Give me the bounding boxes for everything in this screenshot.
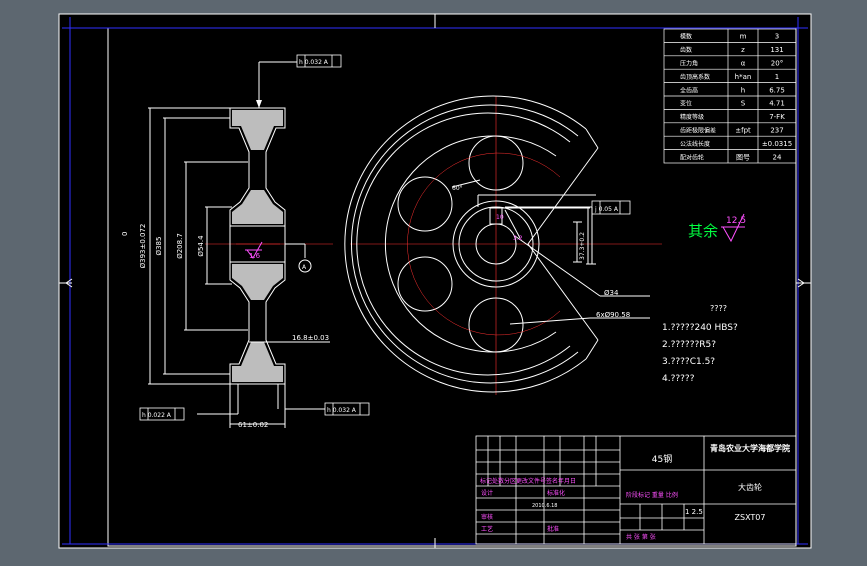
datum-a-label: A [302,264,307,271]
param-value: 237 [770,127,783,135]
dim-208: Ø208.7 [176,233,184,259]
note-item: 3.????C1.5? [662,357,715,367]
dim-keyway-depth: 37.3+0.2 [579,232,586,260]
title-sheet-labels: 共 张 第 张 [626,533,656,541]
tolerance-frame-runout [324,402,370,416]
title-part-name: 大齿轮 [738,482,762,492]
tolerance-frame-top [296,54,342,68]
param-label: 齿距极限偏差 [680,127,716,135]
tolerance-bottom-text: h 0.022 A [142,412,172,419]
title-stage-labels: 阶段标记 重量 比例 [626,491,678,499]
note-item: 4.????? [662,374,695,384]
tolerance-frame-keyway [591,200,631,215]
title-material: 45钢 [652,453,672,465]
title-row-headers: 标记处数分区更改文件号签名年月日 [480,477,576,485]
param-symbol: z [741,46,745,54]
param-label: 全齿高 [680,86,698,94]
title-row-approve: 批准 [547,525,559,533]
roughness-local-value-2: 3.2 [513,235,523,242]
notes-heading: ???? [710,304,727,313]
title-date: 2010.6.18 [532,503,557,509]
dim-holes-angle: 60° [452,185,463,192]
param-value: 24 [773,153,782,161]
title-row-standard: 标准化 [547,489,565,497]
title-scale: 1 2.5 [685,508,703,516]
section-view [148,61,333,428]
note-item: 1.?????240 HBS? [662,323,738,333]
dim-outer-diameter: Ø393±0.072 [139,224,147,269]
tolerance-keyway-text: j 0.05 A [594,206,619,213]
gear-parameter-table [663,28,797,164]
param-label: 精度等级 [680,113,704,121]
rest-roughness-value: 12.5 [726,216,746,226]
param-value: 131 [770,46,783,54]
param-symbol: ±fpt [735,127,751,135]
dim-54: Ø54.4 [197,235,205,257]
param-label: 压力角 [680,60,698,68]
param-symbol: m [740,33,747,41]
title-drawing-no: ZSXT07 [735,513,766,522]
param-symbol: 图号 [736,153,750,161]
param-value: 4.71 [769,100,785,108]
roughness-symbol-local [245,241,263,259]
param-value: 7-FK [769,113,785,121]
dim-face-width: 61±0.02 [238,421,268,429]
dim-bore: Ø34 [604,289,619,297]
dim-385: Ø385 [155,237,163,256]
front-view [344,95,662,395]
param-label: 齿顶高系数 [680,73,710,81]
dim-zero: 0 [121,232,129,236]
param-label: 齿数 [680,46,692,54]
roughness-local-value: 1.6 [249,252,261,260]
tolerance-top-text: h 0.032 A [299,59,329,66]
param-label: 变位 [680,100,692,108]
title-school: 青岛农业大学海都学院 [710,443,790,453]
param-symbol: h*an [735,73,752,81]
dim-holes: 6xØ90.58 [596,311,630,319]
rest-roughness-label: 其余 [688,222,718,240]
param-value: 1 [775,73,779,81]
dim-hub-width: 16.8±0.03 [292,334,329,342]
param-value: ±0.0315 [762,140,792,148]
dim-small: 10 [496,214,504,221]
tolerance-runout-text: h 0.032 A [327,407,357,414]
param-label: 配对齿轮 [680,153,704,161]
param-symbol: h [741,86,745,94]
param-symbol: α [741,60,746,68]
border-ticks [59,14,811,548]
general-roughness [721,213,745,243]
param-value: 6.75 [769,86,785,94]
note-item: 2.??????R5? [662,340,716,350]
title-row-review: 审核 [481,513,493,521]
param-label: 公法线长度 [680,140,710,148]
title-row-process: 工艺 [481,525,493,533]
title-block [475,435,797,545]
param-label: 模数 [680,33,692,41]
tolerance-frame-bottom [139,407,185,421]
param-value: 3 [775,33,779,41]
sheet [58,13,812,549]
title-row-design: 设计 [481,489,493,497]
param-value: 20° [771,60,783,68]
param-symbol: S [741,100,746,108]
